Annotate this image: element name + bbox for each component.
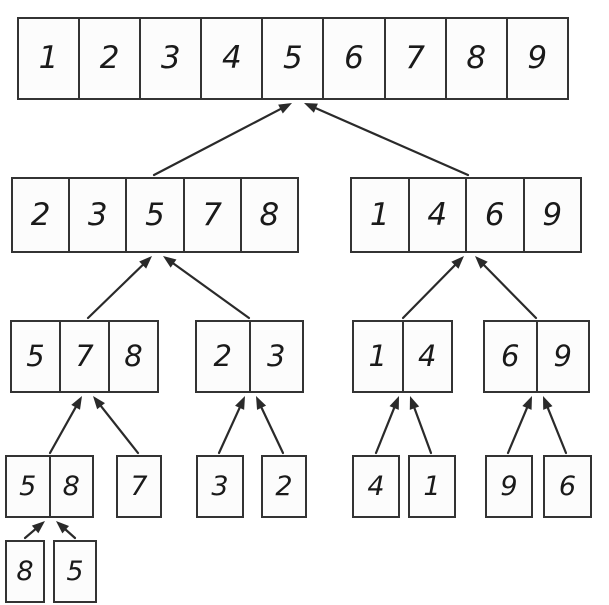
array-cell: 7 bbox=[116, 455, 162, 518]
array-cell: 4 bbox=[407, 177, 467, 253]
array-cell: 8 bbox=[444, 17, 508, 100]
merge-arrow-shaft bbox=[311, 105, 470, 177]
array-cell: 1 bbox=[408, 455, 456, 518]
merge-arrow-head bbox=[389, 396, 399, 410]
array-cell: 5 bbox=[53, 540, 97, 603]
merge-arrow-shaft bbox=[480, 261, 538, 320]
merge-arrow-head bbox=[235, 396, 245, 410]
merge-arrow-head bbox=[163, 256, 177, 268]
merge-arrow-shaft bbox=[401, 261, 459, 320]
array-group-l4g7: 9 bbox=[485, 455, 533, 518]
array-cell: 8 bbox=[108, 320, 159, 393]
array-cell: 9 bbox=[505, 17, 569, 100]
array-cell: 5 bbox=[261, 17, 325, 100]
array-cell: 3 bbox=[139, 17, 203, 100]
array-cell: 9 bbox=[485, 455, 533, 518]
merge-arrow-head bbox=[304, 103, 318, 113]
array-cell: 6 bbox=[322, 17, 386, 100]
array-cell: 1 bbox=[352, 320, 404, 393]
array-cell: 2 bbox=[195, 320, 251, 393]
array-cell: 7 bbox=[59, 320, 110, 393]
merge-arrow-head bbox=[278, 103, 292, 114]
array-cell: 8 bbox=[239, 177, 299, 253]
merge-arrow-head bbox=[451, 256, 464, 269]
merge-arrow-head bbox=[475, 256, 488, 269]
merge-arrow-shaft bbox=[258, 403, 285, 455]
array-cell: 1 bbox=[17, 17, 81, 100]
array-group-l5g1: 8 bbox=[5, 540, 45, 603]
merge-arrow-shaft bbox=[152, 106, 286, 177]
array-cell: 9 bbox=[535, 320, 590, 393]
array-cell: 2 bbox=[261, 455, 307, 518]
array-cell: 3 bbox=[196, 455, 244, 518]
array-cell: 3 bbox=[248, 320, 304, 393]
array-cell: 6 bbox=[543, 455, 592, 518]
array-cell: 2 bbox=[78, 17, 142, 100]
merge-arrow-shaft bbox=[23, 525, 40, 540]
merge-arrow-head bbox=[93, 396, 105, 410]
array-group-l4g8: 6 bbox=[543, 455, 592, 518]
array-group-l4g5: 4 bbox=[352, 455, 400, 518]
array-group-l5g2: 5 bbox=[53, 540, 97, 603]
array-cell: 7 bbox=[182, 177, 242, 253]
array-cell: 1 bbox=[350, 177, 410, 253]
array-cell: 4 bbox=[200, 17, 264, 100]
merge-arrow-head bbox=[522, 396, 532, 410]
array-cell: 7 bbox=[383, 17, 447, 100]
merge-arrow-head bbox=[543, 396, 553, 410]
array-cell: 2 bbox=[11, 177, 71, 253]
merge-arrow-shaft bbox=[97, 401, 140, 455]
array-cell: 5 bbox=[125, 177, 185, 253]
merge-arrow-head bbox=[409, 396, 420, 410]
array-cell: 6 bbox=[465, 177, 525, 253]
merge-arrow-shaft bbox=[374, 403, 397, 455]
array-group-l4g2: 7 bbox=[116, 455, 162, 518]
merge-arrow-head bbox=[31, 521, 45, 534]
merge-arrow-shaft bbox=[61, 525, 77, 540]
merge-arrow-head bbox=[71, 396, 82, 410]
merge-arrow-shaft bbox=[169, 260, 251, 320]
merge-arrow-shaft bbox=[217, 403, 243, 455]
merge-arrow-shaft bbox=[545, 403, 568, 455]
array-cell: 4 bbox=[352, 455, 400, 518]
merge-arrow-head bbox=[256, 396, 267, 410]
merge-arrow-shaft bbox=[506, 403, 530, 455]
merge-arrow-head bbox=[56, 521, 70, 534]
array-cell: 9 bbox=[522, 177, 582, 253]
array-cell: 6 bbox=[483, 320, 538, 393]
merge-arrow-shaft bbox=[412, 403, 433, 455]
array-group-l4g6: 1 bbox=[408, 455, 456, 518]
array-cell: 4 bbox=[401, 320, 453, 393]
array-cell: 8 bbox=[5, 540, 45, 603]
array-group-l4g4: 2 bbox=[261, 455, 307, 518]
array-cell: 5 bbox=[10, 320, 61, 393]
merge-arrow-shaft bbox=[48, 402, 79, 455]
merge-arrow-shaft bbox=[86, 261, 147, 320]
merge-arrow-head bbox=[139, 256, 152, 269]
array-group-l4g3: 3 bbox=[196, 455, 244, 518]
array-cell: 8 bbox=[48, 455, 94, 518]
array-cell: 5 bbox=[5, 455, 51, 518]
array-cell: 3 bbox=[68, 177, 128, 253]
